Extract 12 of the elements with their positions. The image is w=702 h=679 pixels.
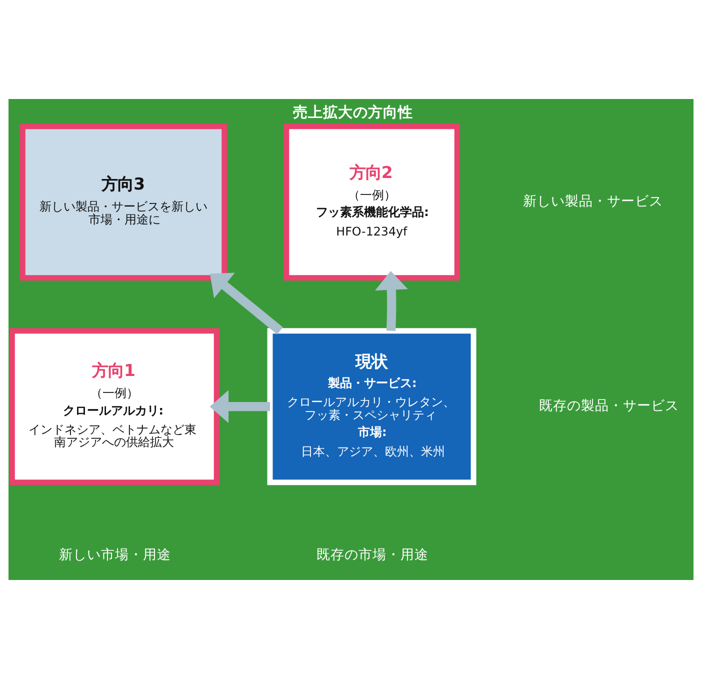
arrow xyxy=(210,272,283,334)
label: 新しい製品・サービス xyxy=(522,193,663,210)
label: 既存の市場・用途 xyxy=(316,547,429,564)
diagram-title: 売上拡大の方向性 xyxy=(293,104,414,122)
node-box: 方向1 （一例） クロールアルカリ: インドネシア、ベトナムなど東南アジアへの供給拡大 xyxy=(9,328,220,486)
node-box: 方向3 新しい製品・サービスを新しい市場・用途に xyxy=(20,124,228,281)
node-box: 方向2 （一例） フッ素系機能化学品: HFO-1234yf xyxy=(284,124,460,281)
label: 新しい市場・用途 xyxy=(59,547,172,564)
label: 既存の製品・サービス xyxy=(539,398,680,414)
arrow xyxy=(375,271,408,331)
node-box: 現状 製品・サービス: クロールアルカリ・ウレタン、フッ素・スペシャリティ 市場: 日本、アジア、欧州、米州 xyxy=(267,328,476,486)
arrow xyxy=(210,390,270,424)
